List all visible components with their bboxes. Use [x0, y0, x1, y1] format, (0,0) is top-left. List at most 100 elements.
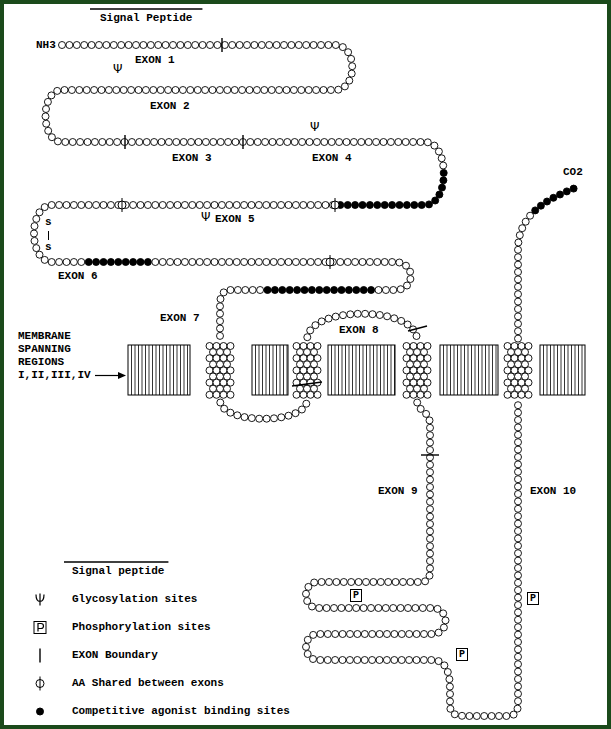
residue-bead: [305, 87, 312, 94]
residue-bead: [78, 259, 85, 266]
residue-bead: [424, 139, 431, 146]
residue-bead: [315, 259, 322, 266]
membrane-hatch: [166, 345, 167, 395]
residue-bead: [350, 139, 357, 146]
exon-label: EXON 10: [530, 485, 576, 498]
residue-bead: [292, 202, 299, 209]
disulfide-label: s: [45, 241, 52, 254]
residue-bead: [440, 177, 447, 184]
legend-text: Signal peptide: [72, 565, 164, 578]
residue-bead: [244, 42, 251, 49]
residue-bead: [303, 590, 310, 597]
membrane-hatch: [554, 345, 555, 395]
residue-bead: [295, 42, 302, 49]
exon-boundary: [221, 38, 222, 52]
transmembrane-helix: [403, 343, 431, 399]
residue-bead: [515, 291, 522, 298]
residue-bead: [44, 98, 51, 105]
residue-bead: [522, 218, 529, 225]
residue-bead: [337, 259, 344, 266]
membrane-hatch: [335, 345, 336, 395]
residue-bead: [313, 87, 320, 94]
membrane-hatch: [543, 345, 544, 395]
residue-bead: [515, 565, 522, 572]
glycosylation-site: Ψ: [310, 121, 319, 134]
residue-bead: [218, 259, 225, 266]
residue-bead: [515, 246, 522, 253]
residue-bead: [376, 312, 383, 319]
residue-bead: [323, 287, 330, 294]
residue-bead: [174, 259, 181, 266]
residue-bead: [366, 259, 373, 266]
membrane-hatch: [338, 345, 339, 395]
residue-bead: [91, 139, 98, 146]
legend-sample: [39, 649, 40, 663]
residue-bead: [421, 631, 428, 638]
residue-bead: [63, 259, 70, 266]
residue-bead: [446, 683, 453, 690]
residue-bead: [382, 287, 389, 294]
residue-bead: [188, 139, 195, 146]
residue-bead: [359, 259, 366, 266]
residue-bead: [93, 202, 100, 209]
membrane-block: [128, 345, 190, 395]
membrane-hatch: [156, 345, 157, 395]
residue-bead: [143, 139, 150, 146]
residue-bead: [496, 713, 503, 720]
residue-bead: [128, 87, 135, 94]
residue-bead: [515, 572, 522, 579]
membrane-hatch: [280, 345, 281, 395]
residue-bead: [427, 439, 434, 446]
residue-bead: [248, 202, 255, 209]
residue-bead: [174, 202, 181, 209]
shared-residue: [335, 198, 336, 212]
membrane-hatch: [464, 345, 465, 395]
residue-bead: [310, 656, 317, 663]
residue-bead: [345, 49, 352, 56]
residue-bead: [340, 312, 347, 319]
residue-bead: [242, 287, 249, 294]
exon-label: EXON 7: [160, 312, 200, 325]
residue-bead: [515, 491, 522, 498]
residue-bead: [316, 605, 323, 612]
residue-bead: [525, 391, 532, 398]
membrane-hatch: [571, 345, 572, 395]
residue-bead: [239, 87, 246, 94]
residue-bead: [389, 259, 396, 266]
residue-bead: [344, 259, 351, 266]
residue-bead: [258, 42, 265, 49]
residue-bead: [234, 412, 241, 419]
residue-bead: [241, 414, 248, 421]
terminus-label: NH3: [36, 39, 56, 52]
exon-label: EXON 5: [215, 213, 255, 226]
residue-bead: [436, 191, 443, 198]
residue-bead: [515, 417, 522, 424]
residue-bead: [515, 690, 522, 697]
residue-bead: [229, 42, 236, 49]
residue-bead: [515, 550, 522, 557]
membrane-block: [252, 345, 288, 395]
membrane-block: [540, 345, 585, 395]
residue-bead: [338, 287, 345, 294]
residue-bead: [391, 315, 398, 322]
residue-bead: [241, 202, 248, 209]
residue-bead: [314, 391, 321, 398]
residue-bead: [42, 113, 49, 120]
exon-label: EXON 8: [339, 324, 379, 337]
residue-bead: [303, 400, 310, 407]
residue-bead: [56, 202, 63, 209]
membrane-bilayer: [128, 345, 585, 395]
residue-bead: [78, 202, 85, 209]
exon-label: EXON 2: [150, 100, 190, 113]
residue-bead: [515, 335, 522, 342]
residue-bead: [324, 657, 331, 664]
residue-bead: [217, 139, 224, 146]
membrane-hatch: [349, 345, 350, 395]
residue-bead: [515, 276, 522, 283]
residue-bead: [270, 202, 277, 209]
residue-bead: [432, 197, 439, 204]
residue-bead: [515, 505, 522, 512]
residue-bead: [515, 631, 522, 638]
membrane-hatch: [384, 345, 385, 395]
legend-sample: [37, 708, 44, 715]
